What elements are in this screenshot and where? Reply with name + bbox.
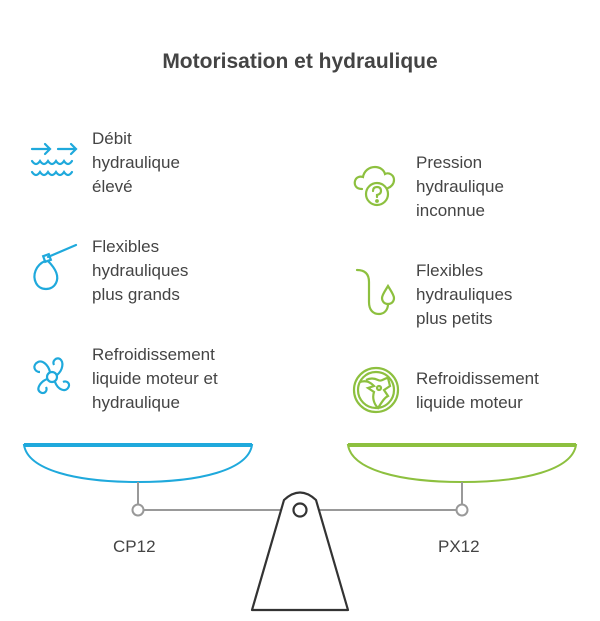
- item-line: Flexibles: [416, 261, 484, 280]
- globe-icon: [352, 366, 400, 414]
- item-line: plus petits: [416, 309, 493, 328]
- item-line: plus grands: [92, 285, 180, 304]
- fan-icon: [33, 357, 71, 395]
- right-label: PX12: [438, 537, 480, 556]
- left-item-1: Débit hydraulique élevé: [92, 127, 180, 199]
- item-line: liquide moteur: [416, 393, 523, 412]
- item-line: Refroidissement: [92, 345, 215, 364]
- right-item-3: Refroidissement liquide moteur: [416, 367, 539, 415]
- item-line: inconnue: [416, 201, 486, 220]
- diagram-title: Motorisation et hydraulique: [162, 50, 438, 73]
- right-item-1: Pression hydraulique inconnue: [416, 151, 504, 223]
- item-line: Pression: [416, 153, 483, 172]
- hose-icon: [33, 243, 78, 291]
- right-pan: [346, 444, 578, 484]
- left-label: CP12: [113, 537, 156, 556]
- item-line: Flexibles: [92, 237, 160, 256]
- left-item-3: Refroidissement liquide moteur et hydrau…: [92, 343, 218, 415]
- drop-hose-icon: [355, 268, 396, 316]
- item-line: liquide moteur et: [92, 369, 218, 388]
- fulcrum: [250, 491, 350, 612]
- item-line: hydrauliques: [416, 285, 513, 304]
- item-line: Refroidissement: [416, 369, 539, 388]
- item-line: hydraulique: [92, 153, 180, 172]
- left-item-2: Flexibles hydrauliques plus grands: [92, 235, 188, 307]
- item-line: Débit: [92, 129, 132, 148]
- right-item-2: Flexibles hydrauliques plus petits: [416, 259, 512, 331]
- item-line: hydraulique: [416, 177, 504, 196]
- cloud-question-icon: [353, 165, 396, 207]
- item-line: élevé: [92, 177, 133, 196]
- water-flow-icon: [30, 142, 78, 177]
- item-line: hydraulique: [92, 393, 180, 412]
- item-line: hydrauliques: [92, 261, 189, 280]
- left-pan: [22, 444, 254, 484]
